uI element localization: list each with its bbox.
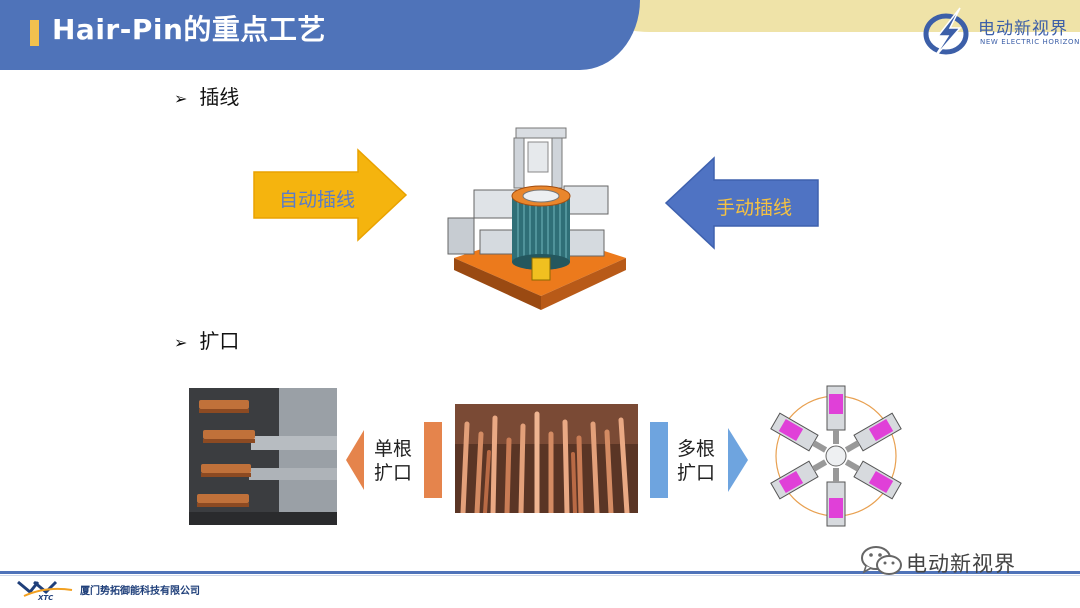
auto-insertion-arrow [253,148,408,242]
single-flaring-line2: 扩口 [374,462,413,484]
multi-flaring-arrow [650,422,748,498]
logo-tagline: NEW ELECTRIC HORIZON [980,38,1080,46]
insertion-machine-image [447,127,626,310]
company-name: 厦门势拓御能科技有限公司 [80,586,200,597]
copper-pins-photo [455,404,638,513]
page-title: Hair-Pin的重点工艺 [52,13,326,46]
section-heading-text: 插线 [199,85,240,109]
multi-flaring-line2: 扩口 [677,462,716,484]
company-logo-icon [17,580,73,597]
company-abbr: XTC [38,594,54,602]
title-bullet [30,20,39,46]
single-flaring-line1: 单根 [374,438,413,460]
auto-insertion-label: 自动插线 [279,189,356,211]
section-heading-flaring: ➢ 扩口 [174,328,239,356]
single-flaring-photo [189,388,337,525]
footer-line [0,571,1080,574]
section-heading-insertion: ➢ 插线 [174,84,239,112]
wechat-icon [861,546,902,575]
single-flaring-arrow [346,422,442,498]
manual-insertion-arrow [664,156,819,250]
header-band [0,0,640,70]
watermark-text: 电动新视界 [906,552,1016,576]
multi-flaring-line1: 多根 [677,438,716,460]
logo-name: 电动新视界 [978,19,1068,39]
brand-logo: 电动新视界 NEW ELECTRIC HORIZON [920,4,1080,62]
bullet-arrow-icon: ➢ [174,333,188,352]
multi-flaring-label: 多根 扩口 [677,437,715,485]
header-accent-band [590,0,1080,32]
single-flaring-label: 单根 扩口 [374,437,412,485]
manual-insertion-label: 手动插线 [716,197,793,219]
footer-line-thin [0,575,1080,576]
bullet-arrow-icon: ➢ [174,89,188,108]
lightning-globe-icon [923,7,969,59]
multi-flaring-tool-image [770,385,902,527]
section-heading-text: 扩口 [199,329,240,353]
